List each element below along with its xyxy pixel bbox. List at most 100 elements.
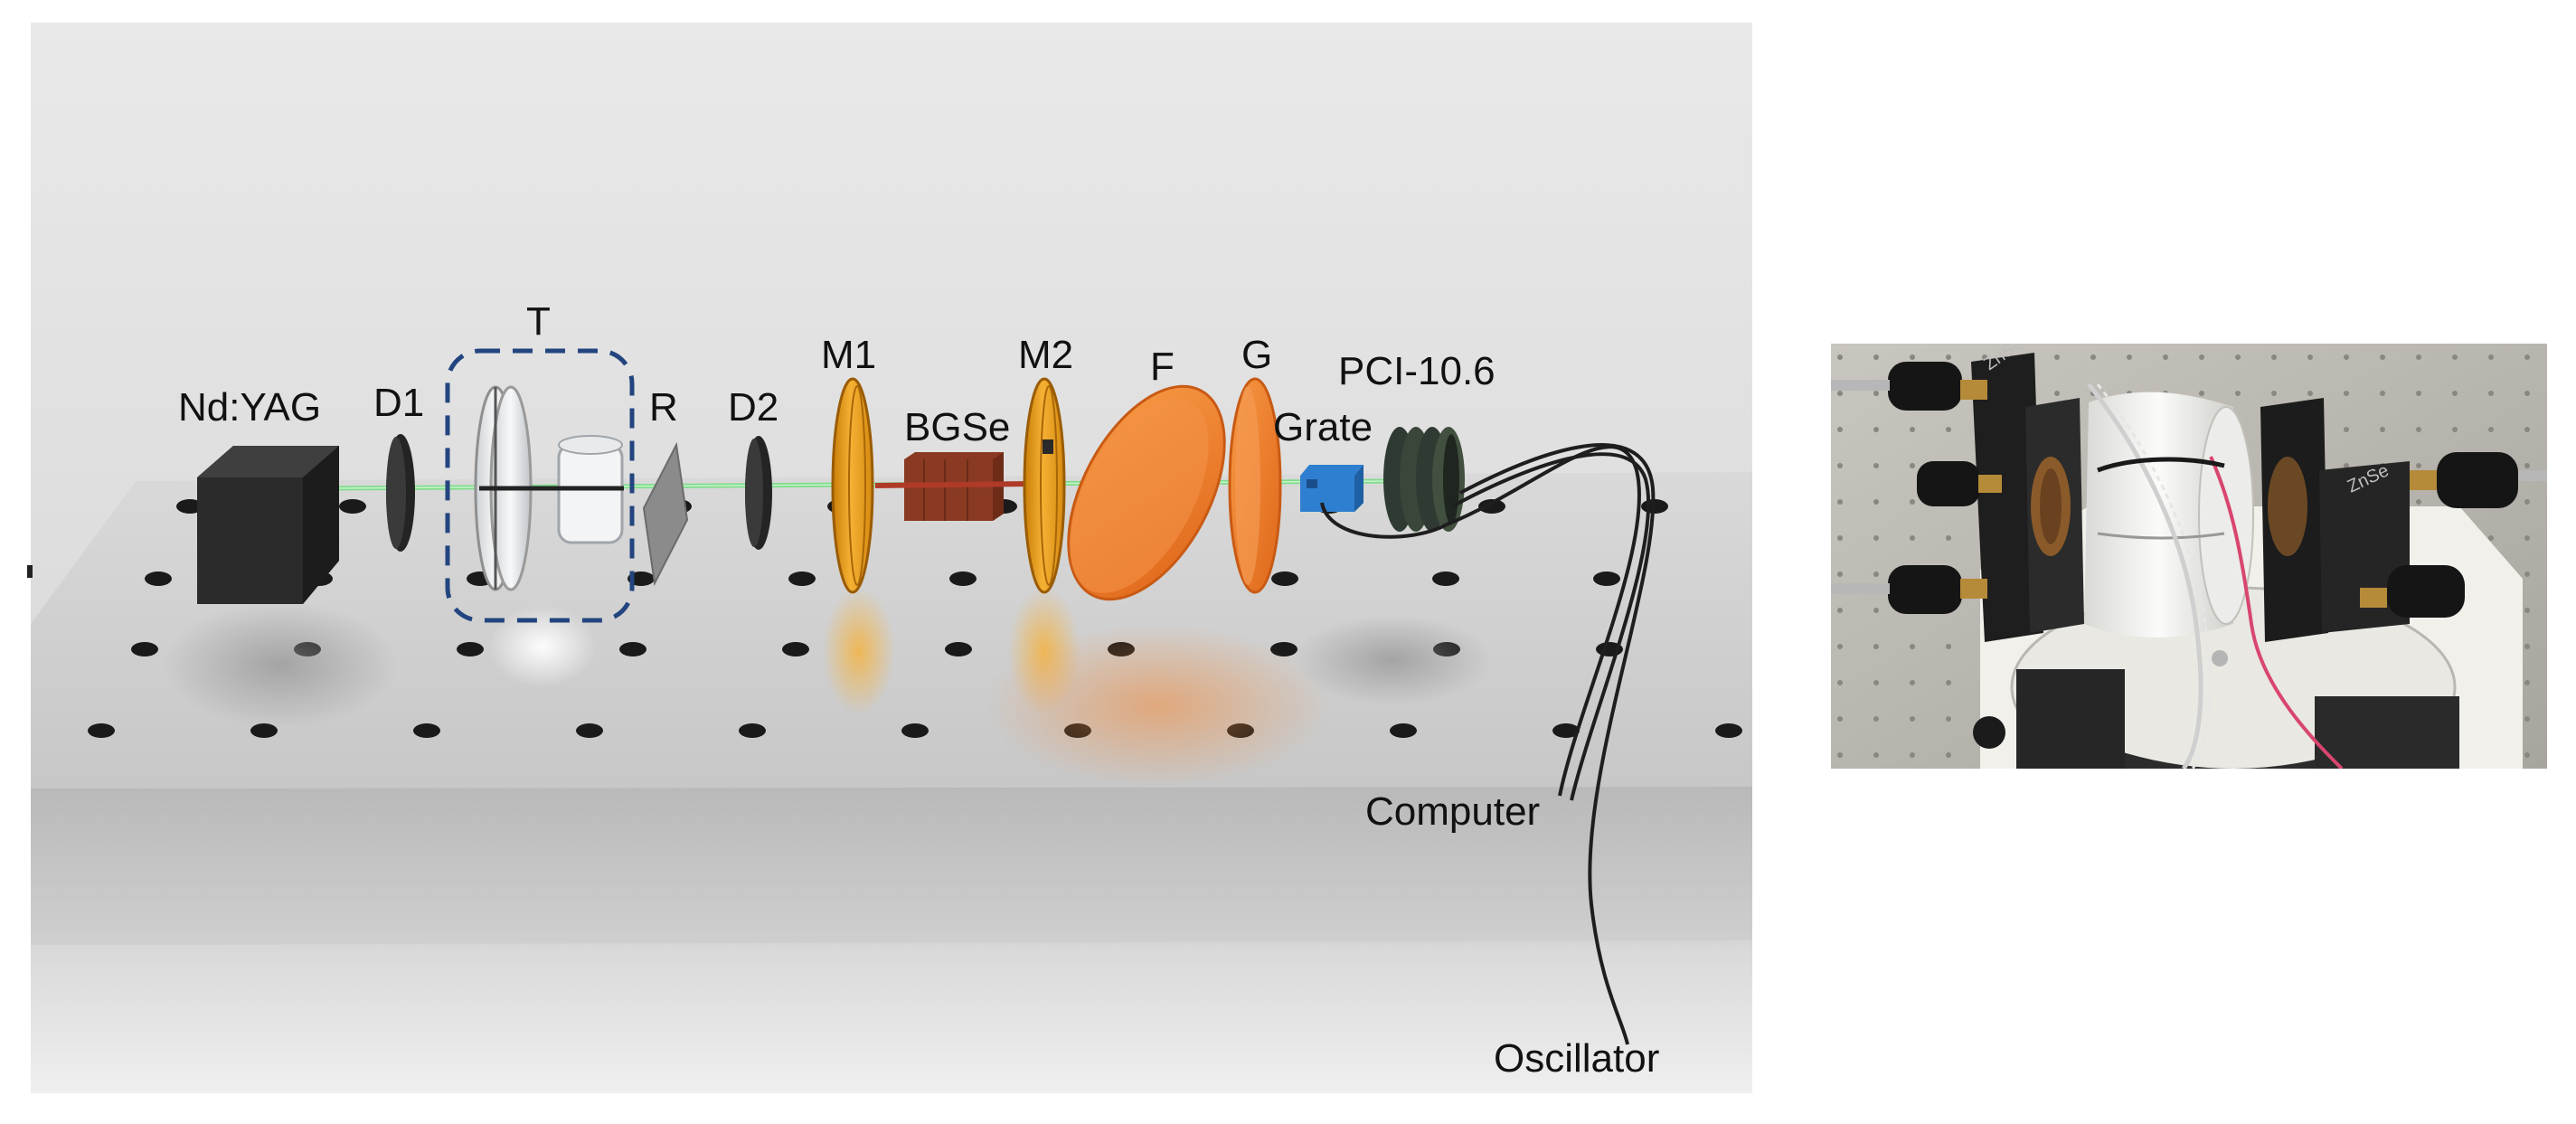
table-hole: [1552, 723, 1580, 738]
photo-table-hole: [1910, 716, 1915, 722]
table-hole: [1478, 499, 1505, 514]
label-nd-yag: Nd:YAG: [178, 385, 321, 430]
d2-disc: [745, 436, 772, 550]
photo-table-hole: [2524, 716, 2530, 722]
t-cell: [557, 443, 624, 544]
t-assembly: [474, 385, 624, 591]
floor: [31, 945, 1752, 1093]
rendered-setup: Nd:YAG D1 T R D2 M1 BGSe M2 F G Grate PC…: [27, 23, 1752, 1093]
grate-block: [1300, 465, 1363, 512]
m1-reflection: [823, 588, 895, 714]
photo-table-hole: [1873, 680, 1879, 685]
photo-table-hole: [2090, 354, 2096, 360]
photo-table-hole: [1837, 752, 1843, 758]
photo-table-hole: [1910, 427, 1915, 432]
right-knob-2: [2387, 565, 2465, 618]
label-pci: PCI-10.6: [1338, 349, 1496, 393]
nd-yag-laser: [197, 446, 339, 604]
table-hole: [1715, 723, 1742, 738]
table-hole: [945, 642, 972, 656]
table-hole: [339, 499, 366, 514]
r-plate: [642, 441, 689, 587]
photo-table-hole: [1946, 427, 1951, 432]
photo-table-hole: [2380, 391, 2385, 396]
photo-table-hole: [1946, 535, 1951, 541]
photo-table-hole: [2452, 427, 2458, 432]
table-hole: [1593, 571, 1620, 586]
photo-table-hole: [2271, 354, 2277, 360]
table-front: [31, 787, 1752, 945]
photo-table-hole: [2524, 752, 2530, 758]
crystal-beam: [874, 481, 1032, 488]
photo-table-hole: [2524, 354, 2530, 360]
label-m2: M2: [1018, 333, 1073, 377]
photo-table-hole: [1837, 391, 1843, 396]
laser-shadow: [163, 601, 398, 728]
m1-mirror: [831, 377, 874, 594]
photo-table-hole: [1837, 499, 1843, 505]
photo-table-hole: [2488, 354, 2494, 360]
photo-table-hole: [2054, 354, 2060, 360]
label-t: T: [526, 299, 551, 344]
photo-table-hole: [1910, 752, 1915, 758]
edge-mark: [27, 565, 33, 578]
photo-table-hole: [2524, 391, 2530, 396]
table-hole: [176, 499, 203, 514]
label-m1: M1: [821, 333, 876, 377]
photo-table-hole: [2488, 427, 2494, 432]
photo-table-hole: [2163, 354, 2168, 360]
photo-table-hole: [2416, 354, 2421, 360]
photo-table-hole: [1946, 752, 1951, 758]
photo-table-hole: [2054, 391, 2060, 396]
g-plate: [1228, 377, 1282, 594]
photo-table-hole: [1946, 354, 1951, 360]
photo-table-hole: [2344, 463, 2349, 468]
table-hole: [131, 642, 158, 656]
table-hole: [782, 642, 809, 656]
laser-side-face: [303, 446, 339, 604]
photo-table-hole: [1946, 680, 1951, 685]
t-dashed-box: [445, 348, 635, 623]
photo-table-hole: [2524, 571, 2530, 577]
photo-table-hole: [1837, 354, 1843, 360]
photo-table-hole: [1873, 499, 1879, 505]
photo-table-hole: [1873, 571, 1879, 577]
label-g: G: [1241, 333, 1272, 377]
photo-table-hole: [2416, 499, 2421, 505]
pci-detector: [1383, 427, 1465, 532]
photo-table-hole: [2416, 427, 2421, 432]
photo-table-hole: [1873, 716, 1879, 722]
photo-table-hole: [1837, 571, 1843, 577]
photo-table-hole: [1837, 535, 1843, 541]
photo-table-hole: [2344, 354, 2349, 360]
cable-computer: [1451, 452, 1651, 801]
photo-table-hole: [1873, 427, 1879, 432]
photo-table-hole: [2524, 644, 2530, 649]
photo-table-hole: [2235, 354, 2241, 360]
photo-table-hole: [2416, 391, 2421, 396]
table-hole: [949, 571, 977, 586]
f-filter: [1067, 384, 1226, 601]
photo-table-hole: [1873, 354, 1879, 360]
photo-table-hole: [2416, 463, 2421, 468]
photo-table-hole: [2344, 391, 2349, 396]
table-hole: [619, 642, 646, 656]
table-hole: [901, 723, 929, 738]
photo-table-hole: [1873, 608, 1879, 613]
photo-table-hole: [2235, 391, 2241, 396]
photo-table-hole: [2524, 427, 2530, 432]
photo-table-hole: [1910, 354, 1915, 360]
table-hole: [413, 723, 440, 738]
table-hole: [788, 571, 816, 586]
photo-table-hole: [1837, 716, 1843, 722]
photo-table-hole: [2524, 499, 2530, 505]
photo-table-hole: [2452, 391, 2458, 396]
photo-table-hole: [1837, 680, 1843, 685]
left-mount: ZnSe: [1831, 344, 2084, 642]
photo-table-hole: [2307, 391, 2313, 396]
filter-reflection: [986, 624, 1329, 787]
photo-table-hole: [2344, 427, 2349, 432]
stage-screw: [2212, 650, 2228, 666]
photo-table-hole: [1982, 354, 1987, 360]
photo-table-hole: [1910, 499, 1915, 505]
